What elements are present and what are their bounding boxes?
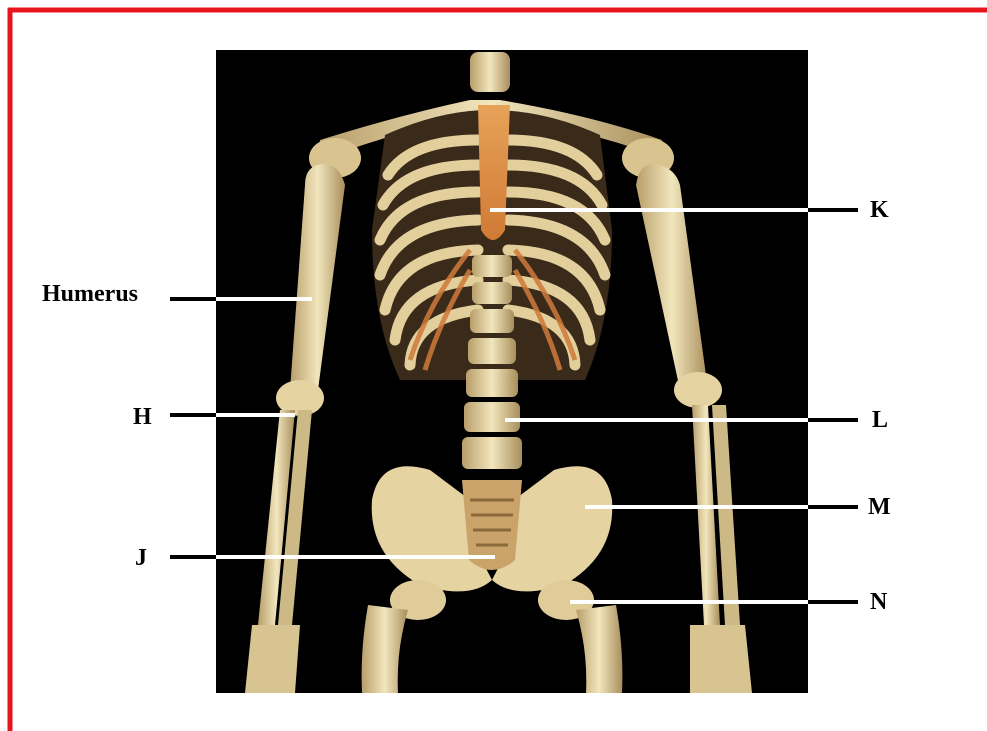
label-j: J <box>135 546 147 570</box>
label-l: L <box>872 408 888 432</box>
label-k: K <box>870 198 889 222</box>
label-m: M <box>868 495 891 519</box>
label-n: N <box>870 590 887 614</box>
label-h: H <box>133 405 152 429</box>
label-humerus: Humerus <box>42 282 138 306</box>
